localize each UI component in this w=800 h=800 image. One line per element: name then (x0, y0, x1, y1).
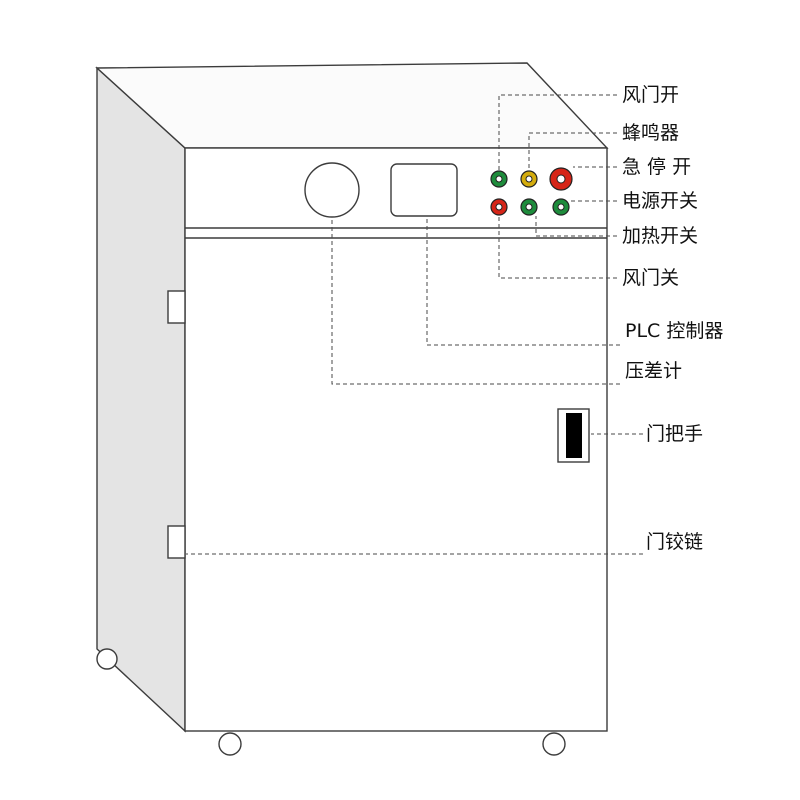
buzzer-light (520, 170, 538, 188)
caster-wheel-front-left (218, 732, 242, 756)
label-emergency-stop: 急 停 开 (622, 156, 691, 178)
power-switch-light (552, 198, 570, 216)
cabinet-front-panel (184, 147, 608, 732)
power-switch-light-center (557, 203, 565, 211)
label-pressure-gauge: 压差计 (625, 360, 682, 382)
leader-heat-switch (535, 216, 617, 237)
caster-wheel-front-right (542, 732, 566, 756)
leader-damper-open (498, 94, 617, 170)
heat-switch-light-center (525, 203, 533, 211)
label-damper-close: 风门关 (622, 267, 679, 289)
emergency-stop-button-center (556, 174, 566, 184)
label-door-handle: 门把手 (646, 423, 703, 445)
cabinet (95, 62, 609, 756)
leader-buzzer (528, 132, 617, 170)
labels: 风门开 蜂鸣器 急 停 开 电源开关 加热开关 风门关 PLC 控制器 压差计 … (622, 84, 723, 553)
door-hinge-bottom (167, 525, 186, 559)
cabinet-side-panel (96, 66, 186, 733)
emergency-stop-button (549, 167, 573, 191)
pressure-gauge (304, 162, 360, 218)
damper-open-light (490, 170, 508, 188)
label-plc-controller: PLC 控制器 (625, 320, 723, 342)
damper-open-light-center (495, 175, 503, 183)
cabinet-top-panel (95, 62, 609, 149)
indicator-lights (490, 167, 573, 216)
leader-lines (186, 94, 643, 555)
door-handle-grip (566, 413, 582, 458)
caster-wheel-back-left (96, 648, 118, 670)
label-door-hinge: 门铰链 (646, 531, 703, 553)
buzzer-light-center (525, 175, 533, 183)
label-heat-switch: 加热开关 (622, 225, 698, 247)
door-hinge-top (167, 290, 186, 324)
door-handle (557, 408, 590, 463)
damper-close-light-center (495, 203, 503, 211)
label-buzzer: 蜂鸣器 (622, 122, 679, 144)
plc-screen (390, 163, 458, 217)
label-power-switch: 电源开关 (622, 190, 698, 212)
leader-plc-controller (426, 217, 620, 346)
label-damper-open: 风门开 (622, 84, 679, 106)
damper-close-light (490, 198, 508, 216)
leader-pressure-gauge (331, 218, 620, 385)
heat-switch-light (520, 198, 538, 216)
